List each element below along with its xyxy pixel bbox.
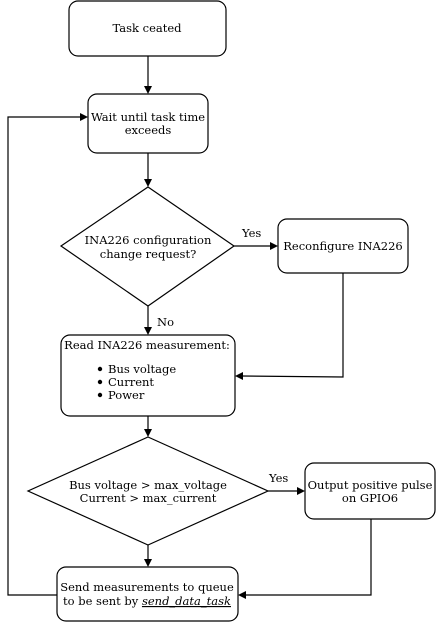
node-send-line1: Send measurements to queue [60, 580, 234, 594]
node-config-decision [59, 186, 236, 307]
node-wait [87, 93, 209, 154]
node-send [56, 566, 239, 622]
edge-label-config-no: No [157, 315, 174, 329]
node-pulse-line1: Output positive pulse [308, 478, 433, 492]
arrowhead [144, 327, 152, 335]
node-limit-decision-line1: Bus voltage > max_voltage [69, 478, 227, 492]
node-config-decision-line1: INA226 configuration [85, 233, 212, 247]
edge-reconfigure-to-read [241, 273, 344, 378]
node-pulse-line2: on GPIO6 [342, 491, 398, 505]
node-send-line2: to be sent by send_data_task [63, 594, 231, 608]
arrowhead [235, 372, 243, 380]
node-read-bullet-current: Current [108, 375, 154, 389]
node-pulse [304, 462, 436, 520]
arrowhead [144, 559, 152, 567]
edge-label-config-yes: Yes [241, 226, 261, 240]
node-send-line2-prefix: to be sent by [63, 594, 142, 608]
node-limit-decision-line2: Current > max_current [80, 491, 217, 505]
node-read-bullet-power: Power [108, 388, 145, 402]
node-reconfigure-label: Reconfigure INA226 [283, 239, 403, 253]
node-send-task-name: send_data_task [142, 594, 231, 608]
node-read-bullet-bus-voltage: Bus voltage [108, 362, 176, 376]
node-wait-line2: exceeds [125, 123, 172, 137]
node-wait-line1: Wait until task time [91, 110, 205, 124]
bullet-marker [97, 366, 103, 372]
node-config-decision-line2: change request? [100, 247, 197, 261]
edge-pulse-to-send [245, 519, 372, 596]
arrowhead [144, 429, 152, 437]
edge-label-limit-yes: Yes [268, 471, 288, 485]
arrowhead [297, 487, 305, 495]
arrowhead [144, 86, 152, 94]
bullet-marker [97, 379, 103, 385]
bullet-marker [97, 392, 103, 398]
arrowhead [238, 591, 246, 599]
node-read [60, 334, 236, 417]
node-limit-decision [26, 436, 270, 546]
node-task-created-label: Task ceated [112, 21, 182, 35]
arrowhead [270, 242, 278, 250]
edge-loop-back [7, 116, 81, 596]
node-task-created [68, 0, 227, 57]
node-read-title: Read INA226 measurement: [64, 338, 230, 352]
arrowhead [144, 179, 152, 187]
arrowhead [80, 113, 88, 121]
node-reconfigure [277, 218, 409, 274]
